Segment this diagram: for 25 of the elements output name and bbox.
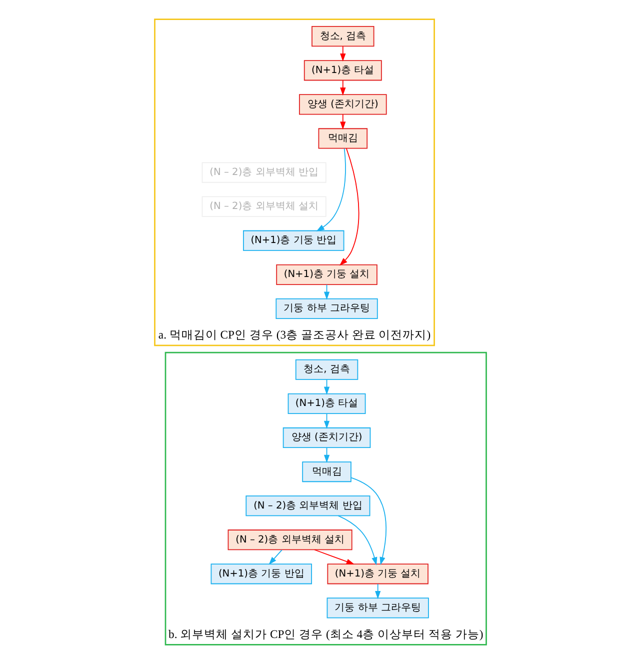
arrow: [316, 148, 346, 232]
node-box: (N+1)층 기둥 설치: [276, 264, 377, 285]
arrow: [340, 46, 346, 62]
node-box: 청소, 검측: [311, 26, 374, 47]
arrow: [340, 114, 346, 130]
node-box: (N – 2)층 외부벽체 반입: [245, 496, 370, 516]
node-box: 기둥 하부 그라우팅: [326, 598, 428, 618]
node-box: 먹매김: [318, 128, 368, 149]
node-box: (N – 2)층 외부벽체 설치: [227, 530, 352, 550]
node-box: (N+1)층 기둥 설치: [326, 564, 428, 584]
node-box: (N+1)층 타설: [303, 60, 382, 81]
arrow: [314, 549, 354, 564]
node-box: 양생 (존치기간): [298, 94, 386, 115]
arrow: [340, 80, 346, 96]
node-box: (N+1)층 기둥 반입: [210, 564, 312, 584]
arrow: [350, 477, 386, 566]
arrow: [338, 148, 359, 266]
node-box: 청소, 검측: [294, 359, 358, 380]
node-box: (N+1)층 타설: [287, 393, 366, 414]
node-box: 기둥 하부 그라우팅: [275, 298, 378, 319]
node-box: (N+1)층 기둥 반입: [242, 230, 344, 251]
arrow: [374, 584, 380, 600]
node-box: 먹매김: [302, 461, 351, 482]
node-box: 양생 (존치기간): [282, 427, 370, 448]
arrow: [268, 549, 282, 565]
